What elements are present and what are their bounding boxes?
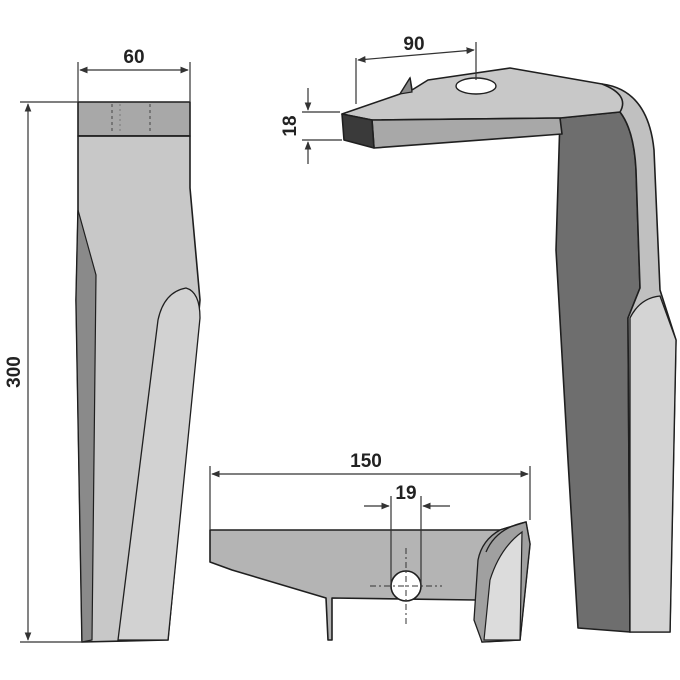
dimension-hole-diameter: 19	[364, 483, 450, 586]
front-view	[75, 101, 201, 643]
dim-label-height-total: 300	[4, 356, 25, 388]
iso-arm-end-face	[341, 113, 375, 149]
dim-label-hole-offset: 90	[403, 34, 424, 55]
dimension-thickness: 18	[280, 88, 342, 164]
dim-label-width-top: 60	[123, 47, 144, 68]
dimension-hole-offset: 90	[355, 34, 477, 104]
iso-view	[341, 67, 677, 633]
iso-blade-tip-face	[629, 295, 677, 633]
dimension-base-length: 150	[209, 451, 531, 530]
dim-label-base-length: 150	[350, 451, 382, 472]
dimension-width-top: 60	[77, 47, 191, 102]
dim-label-hole-diameter: 19	[395, 483, 416, 504]
iso-arm-front-face	[371, 117, 563, 149]
front-blade-tip-face	[117, 287, 201, 641]
iso-arm-hole	[455, 77, 497, 95]
side-view-tooth-highlight	[483, 530, 523, 641]
front-top-band	[77, 101, 191, 137]
iso-blade-dark-face	[555, 111, 641, 633]
dimension-height-total: 300	[4, 101, 82, 643]
side-view	[209, 521, 531, 643]
front-blade-edge	[75, 209, 97, 643]
iso-arm-notch	[398, 76, 413, 95]
dim-label-thickness: 18	[280, 115, 301, 136]
